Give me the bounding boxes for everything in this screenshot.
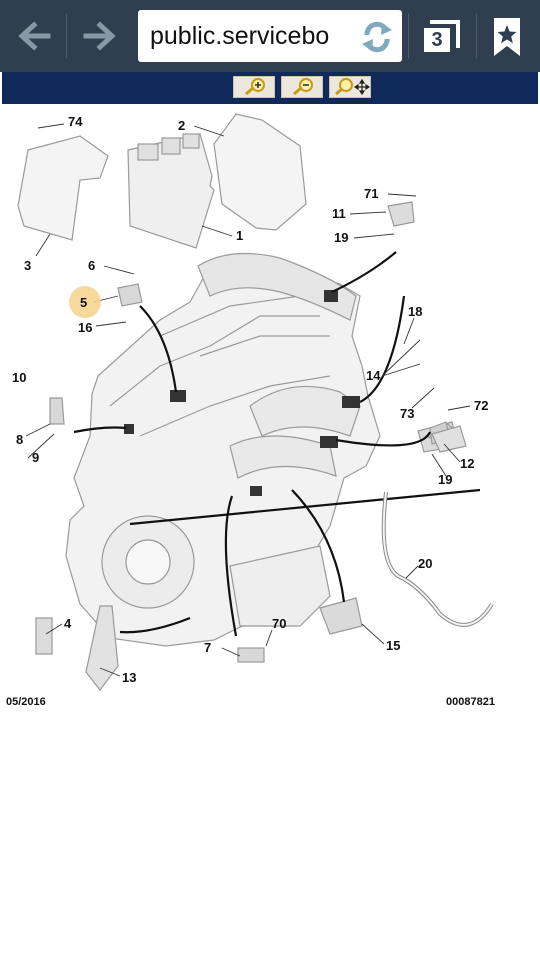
url-text[interactable]: public.servicebo [150,22,330,50]
part-4-sensor [35,617,53,655]
toolbar-divider [476,14,477,58]
oil-pan [229,545,331,627]
callout-11[interactable]: 11 [332,206,346,221]
part-13-bracket [85,605,119,691]
callout-5[interactable]: 5 [80,295,87,310]
tabs-button[interactable]: 3 [418,14,464,58]
callout-74[interactable]: 74 [68,114,83,129]
callout-20[interactable]: 20 [418,556,432,571]
part-7-sensor [237,647,265,663]
callout-15[interactable]: 15 [386,638,400,653]
zoom-out-icon [293,78,313,96]
callout-70[interactable]: 70 [272,616,286,631]
forward-button[interactable] [80,16,120,56]
callout-18[interactable]: 18 [408,304,422,319]
callout-8[interactable]: 8 [16,432,23,447]
callout-14[interactable]: 14 [366,368,381,383]
viewer-toolbar [2,72,538,104]
browser-toolbar: public.servicebo 3 [0,0,540,72]
part-11-sensor [387,201,415,227]
callout-72[interactable]: 72 [474,398,488,413]
callout-2[interactable]: 2 [178,118,185,133]
bookmark-star-icon [494,18,520,56]
zoom-out-button[interactable] [281,76,323,98]
diagram-date: 05/2016 [6,696,46,708]
ecu-bracket-left [17,135,109,241]
part-12-sensor [431,425,467,453]
exhaust-manifold [249,385,361,437]
engine-illustration: 74 2 1 3 71 11 19 6 5 16 18 14 73 10 8 9… [12,113,494,691]
callout-19a[interactable]: 19 [334,230,348,245]
callout-10[interactable]: 10 [12,370,26,385]
part-15-valve [319,597,363,635]
callout-9[interactable]: 9 [32,450,39,465]
reload-icon [362,21,392,53]
engine-parts-diagram: 74 2 1 3 71 11 19 6 5 16 18 14 73 10 8 9… [0,106,540,716]
ecu-bracket-right [213,113,307,231]
back-button[interactable] [14,16,54,56]
ecu-unit [127,133,215,249]
callout-6[interactable]: 6 [88,258,95,273]
reload-button[interactable] [358,18,396,56]
callout-1[interactable]: 1 [236,228,243,243]
toolbar-divider [66,14,67,58]
callout-16[interactable]: 16 [78,320,92,335]
callout-4[interactable]: 4 [64,616,72,631]
callout-3[interactable]: 3 [24,258,31,273]
zoom-pan-icon [335,78,371,96]
zoom-in-button[interactable] [233,76,275,98]
hose-20 [381,491,494,627]
callout-71[interactable]: 71 [364,186,378,201]
diagram-reference: 00087821 [446,696,495,708]
part-8-sensor [49,397,65,425]
tabs-icon [430,20,460,48]
zoom-pan-button[interactable] [329,76,371,98]
callout-13[interactable]: 13 [122,670,136,685]
part-5-sensor [117,283,143,307]
callout-73[interactable]: 73 [400,406,414,421]
bookmark-button[interactable] [490,16,524,58]
intake-duct [197,252,357,321]
forward-arrow-icon [83,21,116,51]
url-bar[interactable]: public.servicebo [138,10,402,62]
back-arrow-icon [18,21,51,51]
zoom-in-icon [245,78,265,96]
callout-19b[interactable]: 19 [438,472,452,487]
callout-12[interactable]: 12 [460,456,474,471]
tab-count: 3 [424,28,450,52]
toolbar-divider [408,14,409,58]
callout-5-highlight [69,286,101,318]
callout-7[interactable]: 7 [204,640,211,655]
